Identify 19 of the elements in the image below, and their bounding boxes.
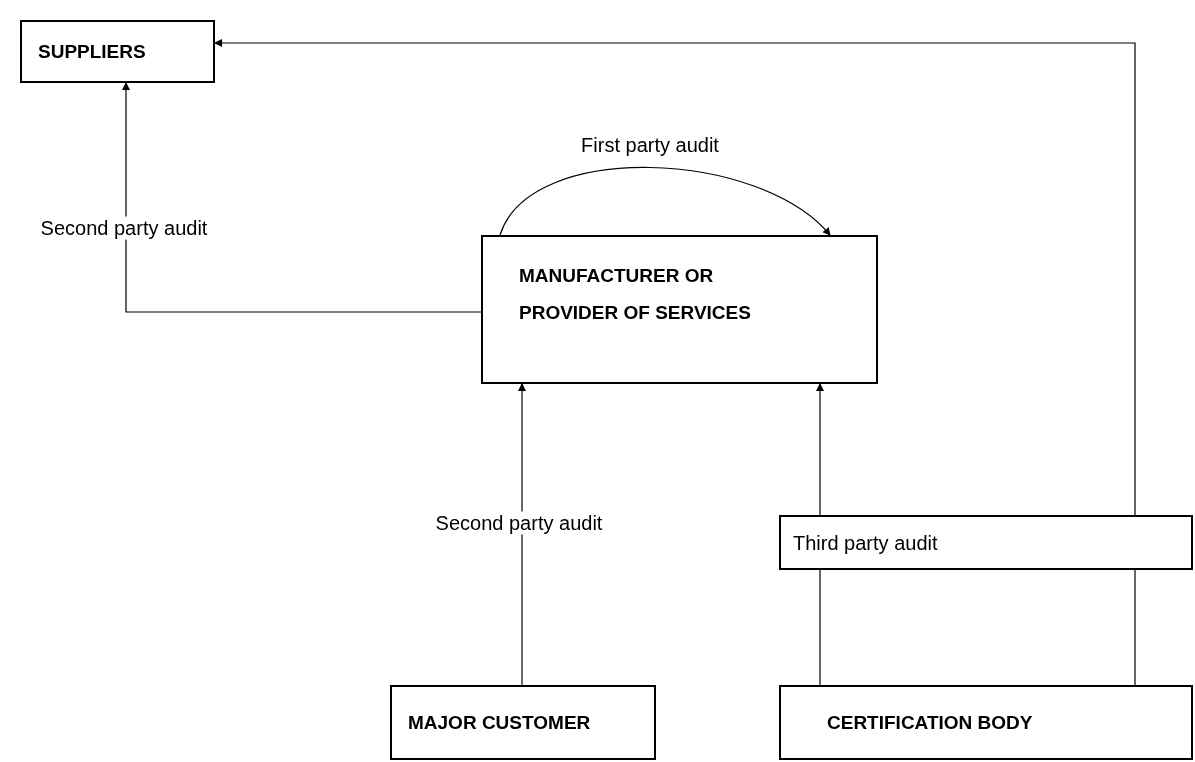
edge-label: Second party audit bbox=[433, 511, 605, 535]
process-box bbox=[390, 685, 656, 760]
connector-line bbox=[819, 569, 821, 686]
box-label: CERTIFICATION BODY bbox=[827, 711, 1033, 735]
arrow bbox=[816, 383, 824, 516]
process-box bbox=[20, 20, 215, 83]
arrow bbox=[122, 82, 482, 313]
process-box bbox=[779, 515, 1193, 570]
edge-label: Second party audit bbox=[38, 216, 210, 240]
arrow bbox=[214, 39, 1136, 516]
box-label: MANUFACTURER OR PROVIDER OF SERVICES bbox=[519, 264, 752, 325]
box-label: Third party audit bbox=[793, 530, 938, 555]
connector-line bbox=[1134, 569, 1136, 686]
process-box bbox=[481, 235, 878, 384]
box-label: SUPPLIERS bbox=[38, 40, 146, 64]
process-box bbox=[779, 685, 1193, 760]
box-label: MAJOR CUSTOMER bbox=[408, 711, 591, 735]
arrow bbox=[499, 166, 831, 236]
arrow bbox=[518, 383, 526, 686]
